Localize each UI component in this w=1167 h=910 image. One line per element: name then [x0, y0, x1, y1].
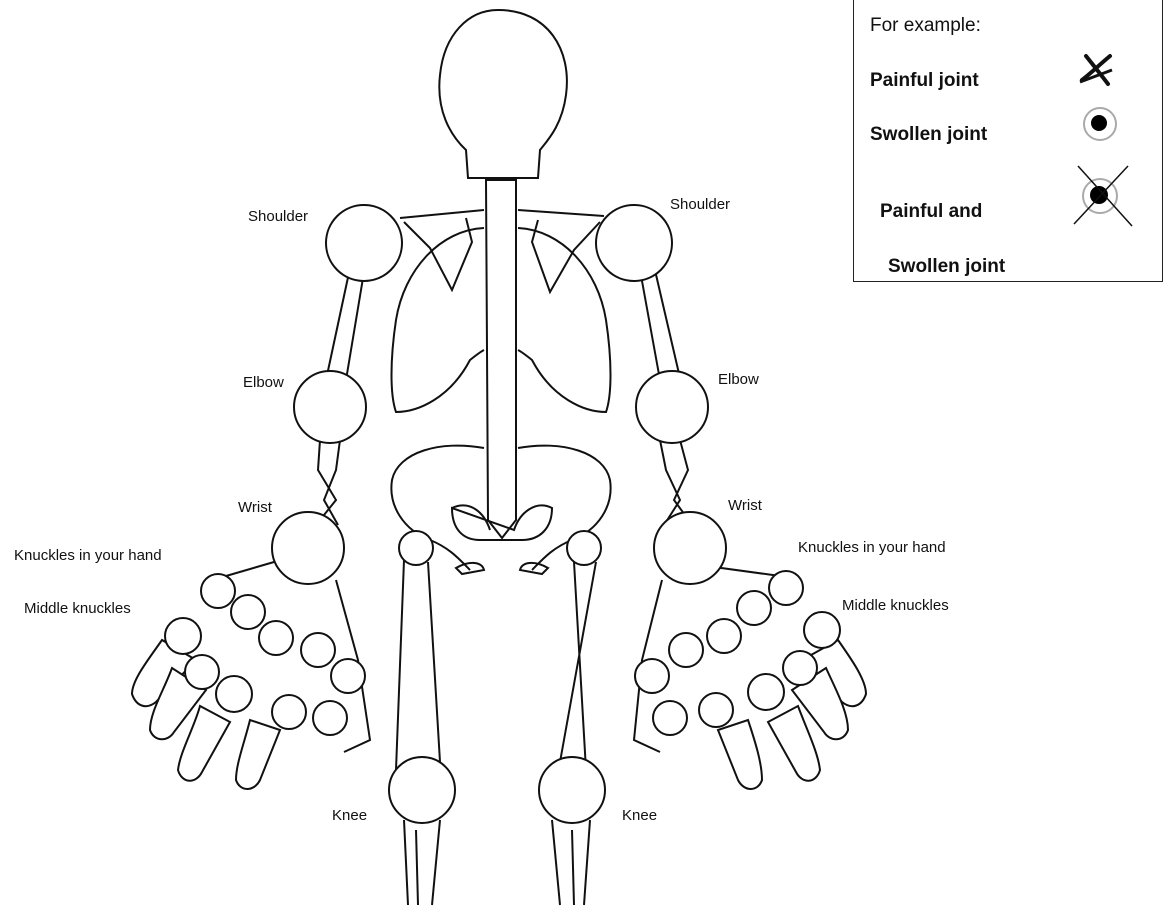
humerus-right — [640, 266, 680, 380]
label-middle-knuckles-right: Middle knuckles — [842, 598, 949, 613]
label-wrist-right: Wrist — [728, 498, 762, 513]
label-middle-knuckles-left: Middle knuckles — [24, 601, 131, 616]
legend-both-label-2: Swollen joint — [888, 256, 1005, 278]
legend-both-label-1: Painful and — [880, 201, 982, 223]
shin-right — [552, 820, 590, 905]
legend-swollen-label: Swollen joint — [870, 124, 987, 146]
wrist-joint-right — [654, 512, 726, 584]
femur-right — [560, 562, 596, 770]
crossed-dot-icon — [1068, 160, 1134, 230]
knee-joint-right — [539, 757, 605, 823]
legend-box: For example: Painful joint Swollen joint… — [853, 0, 1163, 282]
knee-joint-left — [389, 757, 455, 823]
label-wrist-left: Wrist — [238, 500, 272, 515]
label-knee-right: Knee — [622, 808, 657, 823]
skull — [439, 10, 567, 178]
clavicle-right — [518, 210, 604, 216]
hand-left — [132, 562, 370, 789]
legend-title: For example: — [870, 15, 981, 37]
label-knuckles-right: Knuckles in your hand — [798, 540, 946, 555]
elbow-joint-right — [636, 371, 708, 443]
scapula-right — [532, 220, 600, 292]
spine — [486, 180, 516, 538]
hip-joint-right — [567, 531, 601, 565]
legend-painful-label: Painful joint — [870, 70, 979, 92]
label-elbow-left: Elbow — [243, 375, 284, 390]
wrist-joint-left — [272, 512, 344, 584]
elbow-joint-left — [294, 371, 366, 443]
clavicle-left — [400, 210, 484, 218]
dot-circle-icon — [1080, 104, 1120, 144]
forearm-right — [660, 440, 690, 522]
label-shoulder-left: Shoulder — [248, 209, 308, 224]
scapula-left — [404, 218, 472, 290]
shoulder-joint-right — [596, 205, 672, 281]
label-knee-left: Knee — [332, 808, 367, 823]
shoulder-joint-left — [326, 205, 402, 281]
hip-joint-left — [399, 531, 433, 565]
shin-left — [404, 820, 440, 905]
ribcage — [392, 228, 485, 412]
label-knuckles-left: Knuckles in your hand — [14, 548, 162, 563]
cross-mark-icon — [1076, 50, 1116, 90]
label-shoulder-right: Shoulder — [670, 197, 730, 212]
label-elbow-right: Elbow — [718, 372, 759, 387]
forearm-left — [318, 440, 340, 525]
hand-right — [634, 564, 866, 789]
femur-left — [396, 560, 440, 770]
humerus-left — [326, 268, 364, 380]
